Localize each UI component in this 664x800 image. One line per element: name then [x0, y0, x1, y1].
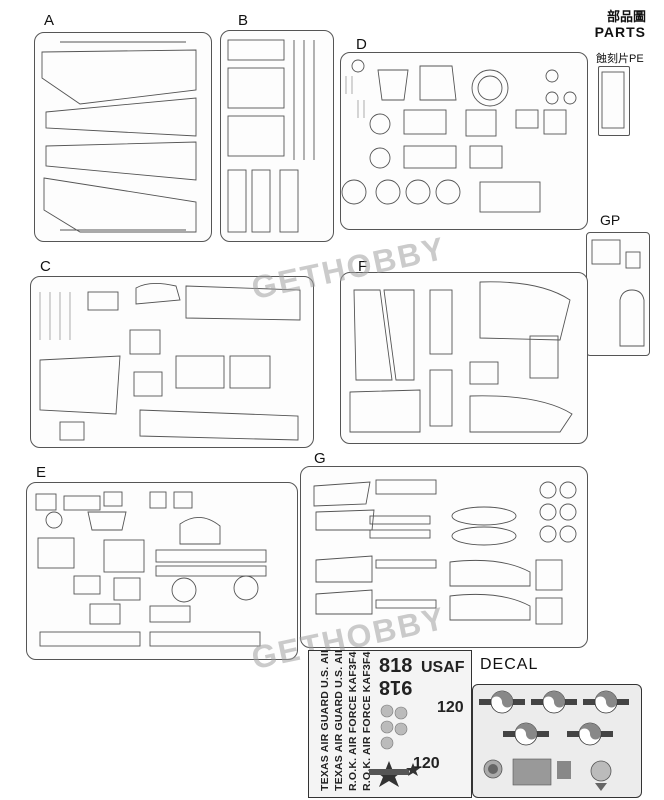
wing-part [45, 141, 197, 181]
sprue-label-g: G [314, 450, 326, 467]
sprue-c [30, 276, 314, 448]
sprue-pe [598, 66, 630, 136]
sprue-label-d: D [356, 36, 367, 53]
wing-part [43, 177, 197, 233]
wing-part [45, 97, 197, 137]
sprue-b [220, 30, 334, 242]
sprue-d [340, 52, 588, 230]
parts-title: PARTS [594, 24, 646, 40]
sprue-label-a: A [44, 12, 55, 29]
wing-part [41, 49, 197, 105]
decal-text-usaf: USAF [421, 659, 465, 676]
decal-sheet-roundels [472, 684, 642, 798]
decal-number: 120 [413, 755, 440, 772]
sprue-f [340, 272, 588, 444]
sprue-e [26, 482, 298, 660]
sprue-label-b: B [238, 12, 249, 29]
decal-sheet-markings: TEXAS AIR GUARD U.S. AIR FORCE TEXAS AIR… [308, 650, 472, 798]
sprue-a [34, 32, 212, 242]
sprue-label-f: F [358, 258, 368, 275]
sprue-label-e: E [36, 464, 47, 481]
sprue-label-c: C [40, 258, 51, 275]
decal-label: DECAL [480, 656, 539, 673]
gp-label: GP [600, 212, 621, 228]
photo-etch-label: 蝕刻片PE [596, 53, 644, 65]
sprue-g [300, 466, 588, 648]
decal-number: 818 [379, 655, 413, 677]
decal-number: 120 [437, 699, 464, 716]
parts-title-chinese: 部品圖 [606, 9, 646, 24]
